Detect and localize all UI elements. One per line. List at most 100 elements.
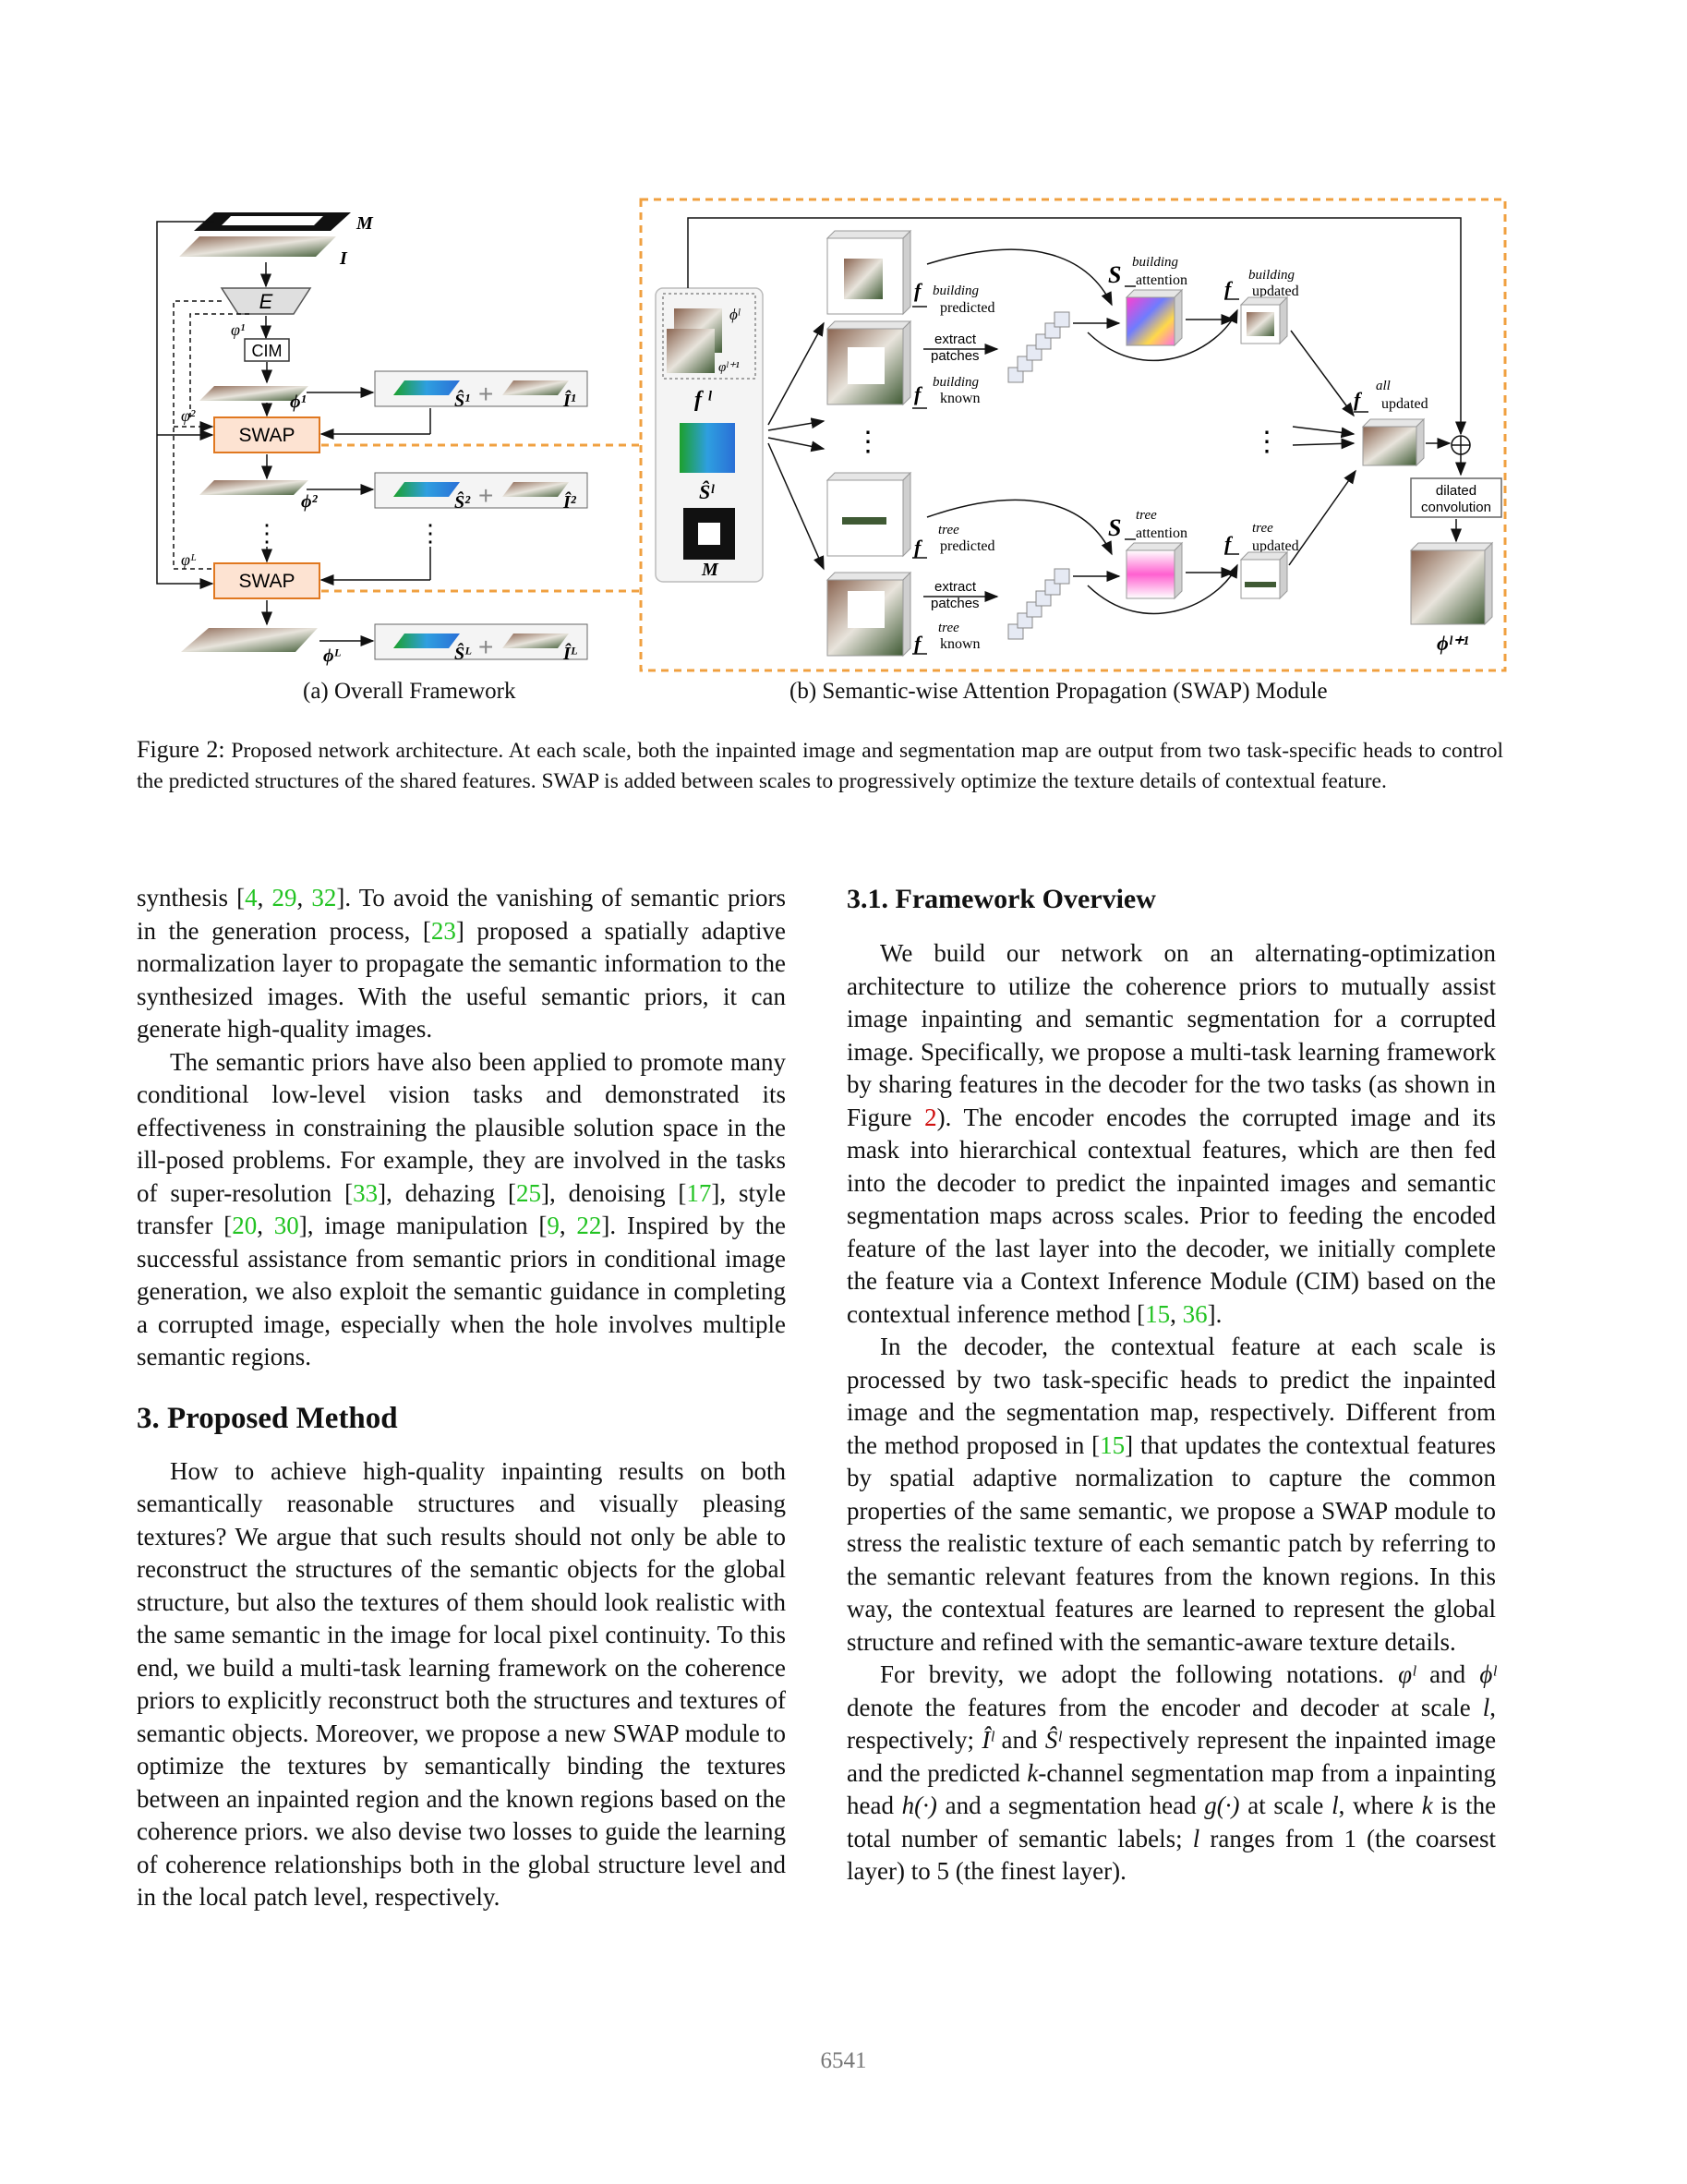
label-convolution: convolution [1421, 500, 1491, 515]
label-varphi1: φ¹ [231, 320, 245, 339]
label-f-tk: f [914, 632, 923, 655]
caption-panel-a: (a) Overall Framework [303, 679, 516, 704]
figure-ref-link[interactable]: 2 [924, 1103, 937, 1131]
label-f-bk: f [914, 382, 923, 405]
label-swap-1: SWAP [238, 425, 295, 446]
dots-a-2: ⋮ [418, 520, 442, 547]
citation-link[interactable]: 17 [686, 1178, 712, 1207]
label-S-att-b: S [1108, 261, 1121, 288]
dots-b-1: ⋮ [854, 427, 882, 457]
label-tree-u: tree [1252, 521, 1273, 536]
citation-link[interactable]: 9 [547, 1212, 560, 1239]
plus-L: + [478, 633, 493, 661]
seg-thumb [680, 423, 735, 473]
label-patches-1: patches [931, 348, 980, 364]
label-building-p: building [933, 284, 980, 298]
label-M: M [355, 213, 374, 234]
label-known-t: known [940, 636, 981, 652]
label-f-au: f [1354, 388, 1363, 411]
cube-building-updated [1239, 296, 1289, 345]
label-SL: Ŝᴸ [454, 642, 472, 664]
right-paragraph-3: For brevity, we adopt the following nota… [847, 1660, 1497, 1885]
left-paragraph-2: The semantic priors have also been appli… [137, 1047, 787, 1371]
label-tree-p: tree [938, 523, 959, 537]
plus-2: + [478, 481, 493, 510]
label-updated-b: updated [1252, 284, 1299, 299]
figure-caption-text: Proposed network architecture. At each s… [137, 739, 1504, 793]
label-I: I [339, 248, 348, 269]
left-paragraph-3: How to achieve high-quality inpainting r… [137, 1456, 786, 1912]
figure-diagram: M I E φ¹ CIM ϕ¹ Ŝ¹ + Î¹ SWAP φ² ϕ² [156, 198, 1507, 672]
swap-module-border [639, 198, 1507, 672]
label-f-tu: f [1224, 532, 1234, 555]
label-S-att-t: S [1108, 514, 1121, 541]
attention-map-tree [1125, 541, 1184, 600]
cube-all-updated [1361, 417, 1426, 467]
patch-stack-1 [1007, 311, 1070, 383]
label-building-att: building [1132, 255, 1179, 270]
label-f-bp: f [914, 279, 923, 302]
label-attention-t: attention [1136, 525, 1187, 541]
phi2-plane [199, 480, 308, 495]
swap-block-L [213, 562, 320, 599]
caption-panel-b: (b) Semantic-wise Attention Propagation … [789, 679, 1328, 704]
page-number: 6541 [820, 2048, 867, 2073]
dilated-conv-block [1410, 477, 1502, 518]
panel-a-overall-framework: M I E φ¹ CIM ϕ¹ Ŝ¹ + Î¹ SWAP φ² ϕ² [156, 212, 641, 666]
citation-link[interactable]: 23 [430, 916, 456, 945]
label-predicted-b: predicted [940, 300, 995, 316]
label-phi2: ϕ² [301, 491, 319, 512]
phiL-plane [181, 628, 318, 652]
label-extract-2: extract [934, 579, 977, 595]
citation-link[interactable]: 15 [1145, 1299, 1171, 1328]
citation-link[interactable]: 36 [1182, 1299, 1208, 1328]
plus-1: + [478, 380, 493, 408]
swap-block-1 [213, 416, 320, 453]
label-updated-all: updated [1381, 396, 1428, 412]
left-column: synthesis [4, 29, 32]. To avoid the vani… [137, 882, 786, 1914]
label-swap-L: SWAP [238, 571, 295, 592]
cube-tree-predicted [825, 471, 912, 558]
label-attention-b: attention [1136, 272, 1187, 288]
right-column: 3.1. Framework Overview We build our net… [847, 882, 1496, 1888]
citation-link[interactable]: 32 [311, 884, 337, 911]
section-heading-3-1: 3.1. Framework Overview [847, 884, 1156, 914]
label-I1: Î¹ [562, 389, 576, 411]
citation-link[interactable]: 20 [232, 1212, 258, 1239]
citation-link[interactable]: 30 [273, 1212, 299, 1239]
attention-map-building [1125, 288, 1184, 347]
citation-link[interactable]: 33 [353, 1178, 379, 1207]
label-tree-att: tree [1136, 508, 1157, 523]
label-cim: CIM [252, 342, 283, 360]
left-paragraph-1: synthesis [4, 29, 32]. To avoid the vani… [137, 884, 786, 1043]
label-M-b: M [701, 560, 719, 580]
citation-link[interactable]: 25 [516, 1178, 541, 1207]
label-building-k: building [933, 375, 980, 390]
label-updated-t: updated [1252, 538, 1299, 554]
label-phi-out: ϕˡ⁺¹ [1437, 632, 1469, 655]
figure-2: M I E φ¹ CIM ϕ¹ Ŝ¹ + Î¹ SWAP φ² ϕ² [0, 0, 1687, 831]
citation-link[interactable]: 22 [576, 1212, 602, 1239]
label-IL: Îᴸ [562, 642, 578, 664]
section-heading-3: 3. Proposed Method [137, 1401, 398, 1435]
citation-link[interactable]: 4 [245, 884, 258, 911]
figure-caption-label: Figure 2: [137, 736, 225, 763]
label-S2: Ŝ² [454, 490, 471, 513]
label-all: all [1376, 379, 1391, 393]
label-varphi2: φ² [181, 406, 196, 425]
label-S1: Ŝ¹ [454, 389, 470, 411]
right-paragraph-2: In the decoder, the contextual feature a… [847, 1333, 1496, 1656]
label-patches-2: patches [931, 596, 980, 611]
citation-link[interactable]: 15 [1100, 1430, 1126, 1459]
label-phi-l: ϕˡ [729, 306, 741, 323]
dots-a-1: ⋮ [255, 520, 279, 547]
label-S-l: Ŝˡ [699, 480, 715, 503]
cube-building-predicted [825, 229, 912, 316]
cim-block [244, 338, 290, 362]
label-varphi-l1: φˡ⁺¹ [718, 360, 740, 375]
citation-link[interactable]: 29 [271, 884, 297, 911]
cube-tree-known [825, 571, 912, 658]
label-phiL: ϕᴸ [323, 646, 342, 666]
panel-b-swap-module: ϕˡ φˡ⁺¹ f ˡ Ŝˡ M f building predicted [639, 198, 1507, 672]
right-paragraph-1: We build our network on an alternating-o… [847, 939, 1496, 1328]
